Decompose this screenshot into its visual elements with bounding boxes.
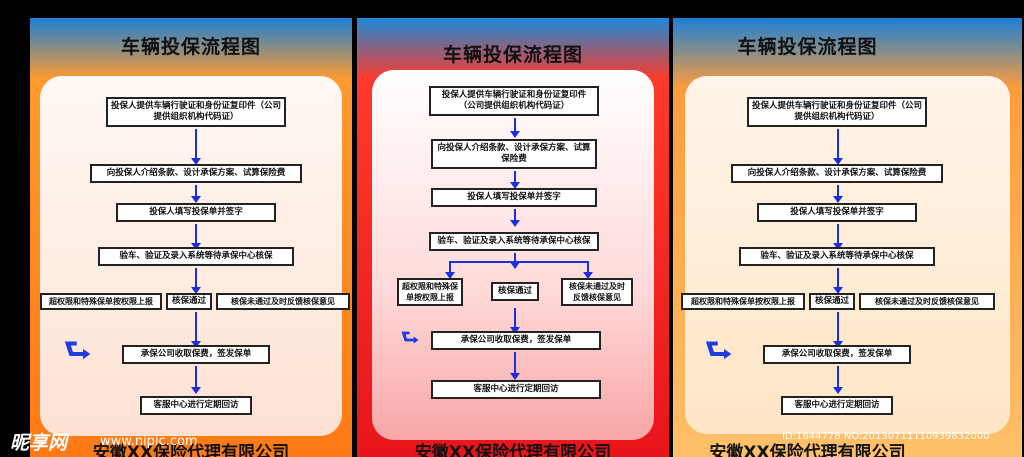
watermark-url: www.nipic.com	[100, 434, 198, 449]
down-arrow-icon	[583, 261, 593, 279]
branch-approved: 核保通过	[491, 282, 539, 301]
poster-middle: 车辆投保流程图 投保人提供车辆行驶证和身份证复印件（公司提供组织机构代码证） 向…	[357, 18, 669, 457]
branch-rejected: 核保未通过及时反馈核保意见	[561, 278, 633, 306]
branch-approved: 核保通过	[809, 293, 855, 310]
step-issue-policy: 承保公司收取保费，签发保单	[122, 345, 270, 364]
watermark-id: ID:1644778 NO:20130711110939832000	[782, 431, 990, 442]
step-sign: 投保人填写投保单并签字	[757, 203, 917, 222]
down-arrow-icon	[510, 308, 520, 334]
step-inspect: 验车、验证及录入系统等待承保中心核保	[98, 247, 294, 266]
branch-over-limit: 超权限和特殊保单按权限上报	[40, 293, 162, 310]
step-sign: 投保人填写投保单并签字	[431, 188, 597, 207]
company-name: 安徽XX保险代理有限公司	[709, 443, 906, 457]
down-arrow-icon	[445, 261, 455, 279]
down-arrow-icon	[191, 312, 201, 348]
down-arrow-icon	[191, 129, 201, 165]
step-submit-docs: 投保人提供车辆行驶证和身份证复印件（公司提供组织机构代码证）	[106, 97, 286, 127]
step-inspect: 验车、验证及录入系统等待承保中心核保	[739, 247, 935, 266]
poster-title: 车辆投保流程图	[442, 44, 583, 66]
poster-title: 车辆投保流程图	[737, 36, 878, 58]
down-arrow-icon	[833, 312, 843, 348]
step-submit-docs: 投保人提供车辆行驶证和身份证复印件（公司提供组织机构代码证）	[747, 97, 927, 127]
down-arrow-icon	[833, 224, 843, 250]
step-follow-up: 客服中心进行定期回访	[781, 396, 893, 415]
down-arrow-icon	[510, 352, 520, 380]
step-follow-up: 客服中心进行定期回访	[140, 396, 252, 415]
down-arrow-icon	[833, 129, 843, 165]
step-submit-docs: 投保人提供车辆行驶证和身份证复印件（公司提供组织机构代码证）	[429, 86, 599, 116]
curved-arrow-icon: ⮑	[64, 333, 91, 368]
down-arrow-icon	[510, 209, 520, 227]
company-name: 安徽XX保险代理有限公司	[414, 443, 612, 457]
poster-title: 车辆投保流程图	[120, 36, 261, 58]
curved-arrow-icon: ⮑	[705, 333, 732, 368]
branch-over-limit: 超权限和特殊保单按权限上报	[397, 278, 463, 306]
down-arrow-icon	[191, 185, 201, 203]
down-arrow-icon	[191, 268, 201, 294]
step-issue-policy: 承保公司收取保费，签发保单	[763, 345, 911, 364]
step-issue-policy: 承保公司收取保费，签发保单	[431, 331, 601, 350]
branch-over-limit: 超权限和特殊保单按权限上报	[681, 293, 805, 310]
branch-rejected: 核保未通过及时反馈核保意见	[859, 293, 995, 310]
down-arrow-icon	[510, 171, 520, 189]
curved-arrow-icon: ⮑	[401, 325, 419, 349]
step-introduce: 向投保人介绍条款、设计承保方案、试算保险费	[90, 164, 302, 183]
down-arrow-icon	[510, 118, 520, 138]
step-introduce: 向投保人介绍条款、设计承保方案、试算保险费	[731, 164, 943, 183]
down-arrow-icon	[510, 253, 520, 269]
branch-approved: 核保通过	[166, 293, 212, 310]
step-sign: 投保人填写投保单并签字	[116, 203, 276, 222]
company-name: 安徽XX保险代理有限公司	[92, 443, 290, 457]
branch-line	[449, 261, 589, 263]
down-arrow-icon	[833, 366, 843, 394]
step-inspect: 验车、验证及录入系统等待承保中心核保	[429, 232, 599, 251]
poster-right: 车辆投保流程图 投保人提供车辆行驶证和身份证复印件（公司提供组织机构代码证） 向…	[673, 18, 1022, 457]
step-follow-up: 客服中心进行定期回访	[431, 380, 601, 399]
down-arrow-icon	[191, 224, 201, 250]
poster-left: 车辆投保流程图 投保人提供车辆行驶证和身份证复印件（公司提供组织机构代码证） 向…	[30, 18, 352, 457]
down-arrow-icon	[191, 366, 201, 394]
watermark-logo: 昵享网	[10, 432, 68, 454]
branch-rejected: 核保未通过及时反馈核保意见	[216, 293, 350, 310]
step-introduce: 向投保人介绍条款、设计承保方案、试算保险费	[431, 139, 597, 169]
down-arrow-icon	[833, 268, 843, 294]
down-arrow-icon	[833, 185, 843, 203]
